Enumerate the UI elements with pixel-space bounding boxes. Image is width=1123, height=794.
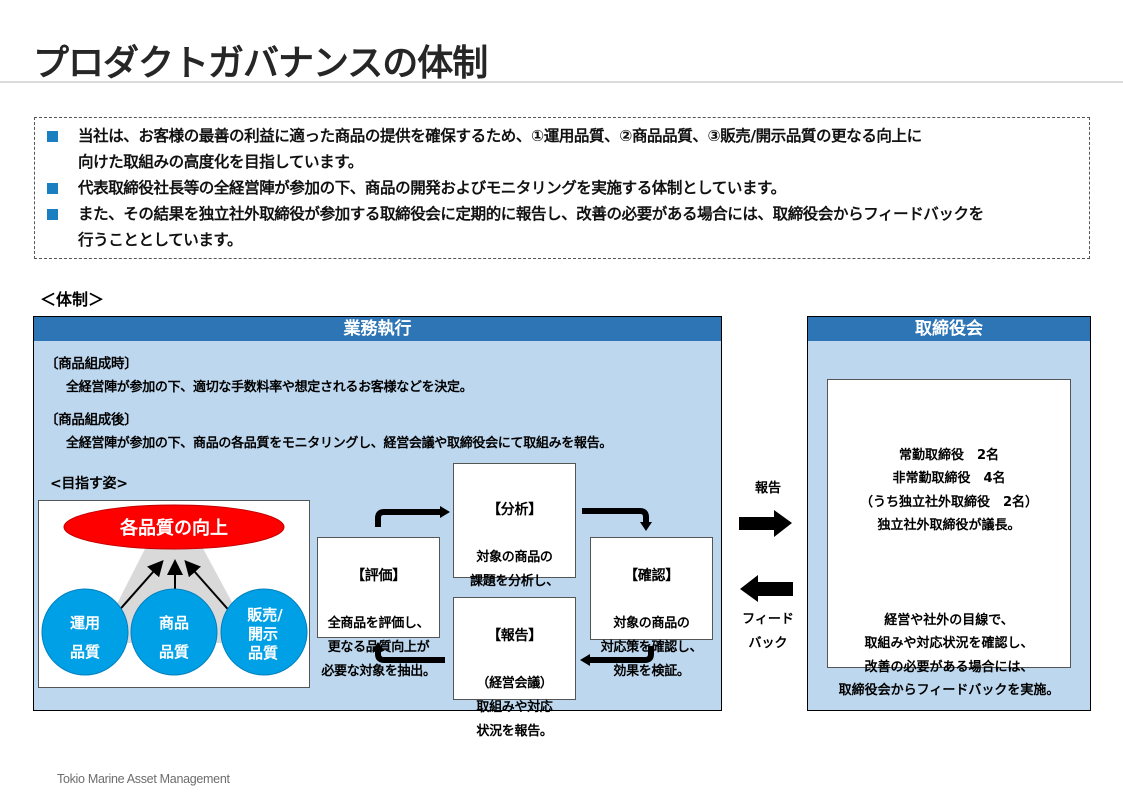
phase-heading-creation: 〔商品組成時〕 (45, 356, 138, 372)
pillar-circle-product (130, 588, 218, 676)
summary-bullet: 代表取締役社長等の全経営陣が参加の下、商品の開発およびモニタリングを実施する体制… (45, 175, 1089, 201)
pillar-label: 販売/ (247, 606, 283, 624)
page-title: プロダクトガバナンスの体制 (33, 43, 488, 84)
report-label: 報告 (754, 481, 781, 496)
pillar-circle-sales (220, 588, 308, 676)
pillar-label: 開示 (248, 625, 278, 643)
summary-bullet: また、その結果を独立社外取締役が参加する取締役会に定期的に報告し、改善の必要があ… (45, 201, 1089, 253)
execution-panel-header: 業務執行 (34, 317, 721, 341)
pillar-circle-operation (41, 588, 129, 676)
cycle-box-evaluate: 【評価】 全商品を評価し、 更なる品質向上が 必要な対象を抽出。 (317, 537, 440, 679)
company-footer: Tokio Marine Asset Management (57, 772, 230, 786)
cycle-heading: 【報告】 (487, 628, 542, 644)
arrow-icon (114, 560, 164, 616)
report-arrow-icon (739, 510, 792, 537)
cycle-heading: 【確認】 (624, 568, 679, 584)
summary-box: 当社は、お客様の最善の利益に適った商品の提供を確保するため、①運用品質、②商品品… (34, 117, 1090, 259)
square-bullet-icon (47, 183, 58, 194)
cycle-body: 対象の商品の 対応策を確認し、 効果を検証。 (600, 616, 703, 679)
goal-ellipse (63, 504, 285, 550)
vision-label: <目指す姿> (50, 476, 128, 492)
pillar-label: 運用 (70, 614, 100, 632)
pillar-label: 品質 (159, 643, 189, 661)
summary-bullet-text: 当社は、お客様の最善の利益に適った商品の提供を確保するため、①運用品質、②商品品… (78, 127, 922, 171)
cycle-body: 全商品を評価し、 更なる品質向上が 必要な対象を抽出。 (321, 616, 436, 679)
pillar-label: 商品 (159, 614, 189, 632)
cycle-box-report: 【報告】 （経営会議） 取組みや対応 状況を報告。 (453, 597, 576, 739)
pillar-label: 品質 (248, 644, 278, 662)
cycle-box-analyze: 【分析】 対象の商品の 課題を分析し、 対応策を検討。 (453, 463, 576, 613)
vision-diagram: 各品質の向上 運用 品質 商品 品質 販売/ 開示 品質 (38, 500, 310, 688)
cycle-body: （経営会議） 取組みや対応 状況を報告。 (476, 676, 553, 739)
square-bullet-icon (47, 131, 58, 142)
board-description-box: 常勤取締役 2名 非常勤取締役 4名 （うち独立社外取締役 2名） 独立社外取締… (827, 379, 1071, 698)
cycle-heading: 【評価】 (351, 568, 406, 584)
square-bullet-icon (47, 209, 58, 220)
goal-label: 各品質の向上 (119, 517, 228, 539)
arrow-icon (184, 560, 234, 616)
structure-section-label: ＜体制＞ (40, 290, 105, 309)
summary-bullet: 当社は、お客様の最善の利益に適った商品の提供を確保するため、①運用品質、②商品品… (45, 123, 1089, 175)
vision-diagram-svg: 各品質の向上 運用 品質 商品 品質 販売/ 開示 品質 (41, 504, 308, 676)
phase-text-creation: 全経営陣が参加の下、適切な手数料率や想定されるお客様などを決定。 (66, 380, 473, 395)
feedback-arrow-icon (740, 575, 793, 602)
feedback-label: フィード バック (742, 612, 794, 651)
board-role: 経営や社外の目線で、 取組みや対応状況を確認し、 改善の必要がある場合には、 取… (838, 612, 1060, 699)
summary-bullet-text: 代表取締役社長等の全経営陣が参加の下、商品の開発およびモニタリングを実施する体制… (78, 179, 786, 197)
pillar-label: 品質 (70, 643, 100, 661)
cycle-box-confirm: 【確認】 対象の商品の 対応策を確認し、 効果を検証。 (590, 537, 713, 679)
spacer (828, 561, 1070, 585)
title-divider (0, 81, 1123, 83)
phase-heading-after: 〔商品組成後〕 (45, 412, 138, 428)
cycle-heading: 【分析】 (487, 502, 542, 518)
board-composition: 常勤取締役 2名 非常勤取締役 4名 （うち独立社外取締役 2名） 独立社外取締… (859, 447, 1039, 534)
summary-bullet-text: また、その結果を独立社外取締役が参加する取締役会に定期的に報告し、改善の必要があ… (78, 205, 984, 249)
board-panel-header: 取締役会 (808, 317, 1090, 341)
phase-text-after: 全経営陣が参加の下、商品の各品質をモニタリングし、経営会議や取締役会にて取組みを… (66, 436, 613, 451)
